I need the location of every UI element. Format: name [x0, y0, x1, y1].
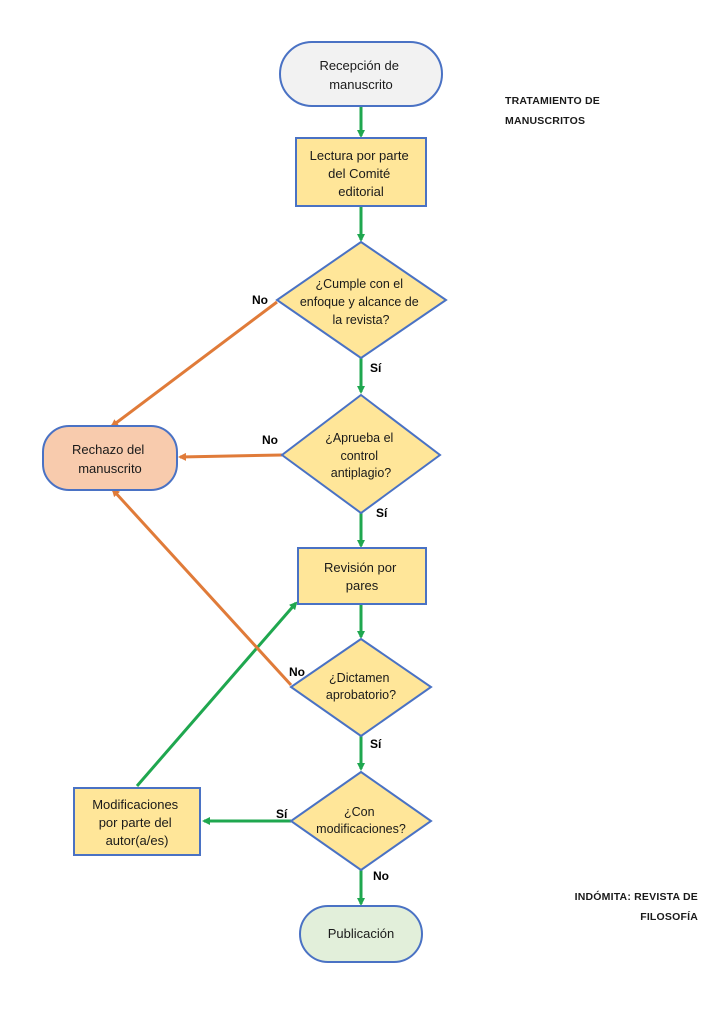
- node-rejection: [42, 425, 178, 491]
- plagiarism-no-label: No: [262, 433, 278, 447]
- shapes: [42, 41, 448, 963]
- document-title-line-1: TRATAMIENTO DE: [505, 95, 600, 107]
- committee-reading-label: Lectura por parte del Comité editorial: [310, 148, 413, 199]
- journal-name: INDÓMITA: REVISTA DE FILOSOFÍA: [560, 887, 698, 927]
- arrow-plagiarism-no: [178, 452, 283, 461]
- node-peer-review: [297, 547, 427, 605]
- node-scope-check: [275, 240, 448, 360]
- scope-yes-label: Sí: [370, 361, 382, 375]
- arrow-scope-no: [110, 300, 278, 428]
- scope-check-label: ¿Cumple con el enfoque y alcance de la r…: [300, 277, 422, 327]
- node-labels: Recepción de manuscrito Lectura por part…: [72, 58, 422, 941]
- scope-no-label: No: [252, 293, 268, 307]
- arrow-author-to-review: [135, 601, 298, 787]
- node-reception: [279, 41, 443, 107]
- verdict-yes-label: Sí: [370, 737, 382, 751]
- rejection-label: Rechazo del manuscrito: [72, 442, 148, 476]
- reception-label: Recepción de manuscrito: [319, 58, 402, 92]
- antiplagiarism-check-label: ¿Aprueba el control antiplagio?: [325, 431, 397, 480]
- verdict-check-label: ¿Dictamen aprobatorio?: [326, 671, 396, 702]
- journal-name-line-1: INDÓMITA: REVISTA DE: [574, 891, 698, 903]
- document-title: TRATAMIENTO DE MANUSCRITOS: [505, 91, 600, 131]
- modifications-no-label: No: [373, 869, 389, 883]
- node-committee-reading: [295, 137, 427, 207]
- node-publication: [299, 905, 423, 963]
- modifications-yes-label: Sí: [276, 807, 288, 821]
- publication-label: Publicación: [328, 926, 395, 941]
- journal-name-line-2: FILOSOFÍA: [640, 911, 698, 923]
- node-verdict-check: [289, 637, 433, 738]
- arrow-verdict-no: [111, 488, 293, 687]
- yes-connectors: [135, 106, 365, 906]
- author-modifications-label: Modificaciones por parte del autor(a/es): [92, 797, 182, 848]
- edge-labels: No Sí No Sí No Sí Sí No: [252, 293, 389, 883]
- plagiarism-yes-label: Sí: [376, 506, 388, 520]
- node-antiplagiarism-check: [280, 393, 442, 515]
- document-title-line-2: MANUSCRITOS: [505, 115, 586, 127]
- verdict-no-label: No: [289, 665, 305, 679]
- modifications-check-label: ¿Con modificaciones?: [316, 805, 406, 836]
- node-modifications-check: [289, 770, 433, 872]
- node-author-modifications: [73, 787, 201, 856]
- no-connectors: [110, 300, 293, 687]
- peer-review-label: Revisión por pares: [324, 560, 400, 593]
